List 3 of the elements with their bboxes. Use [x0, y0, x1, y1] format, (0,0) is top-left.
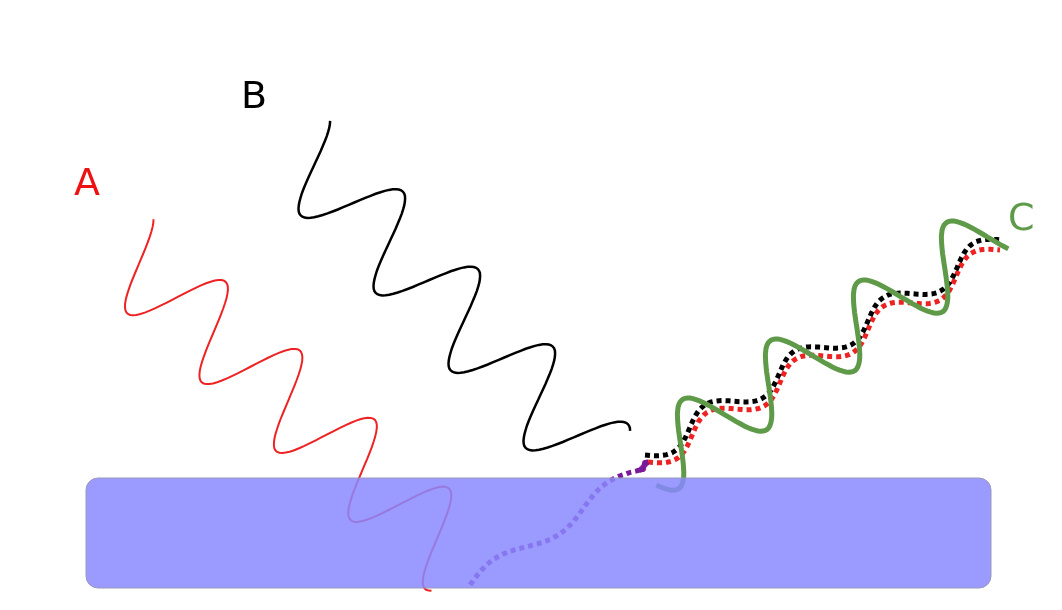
- wave-label: A: [74, 163, 100, 201]
- wave-label: C: [1008, 198, 1035, 236]
- wave-label: B: [241, 76, 268, 114]
